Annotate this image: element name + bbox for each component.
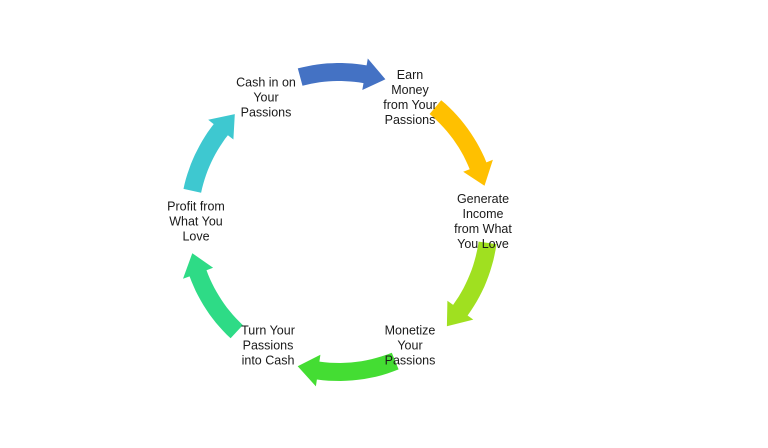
arrow-earn-money-to-generate-income: [429, 100, 493, 186]
arrow-generate-income-to-monetize: [446, 241, 497, 327]
node-generate-income-label: Generate Income from What You Love: [454, 192, 512, 251]
arrow-monetize-to-turn-passions: [297, 352, 399, 387]
node-profit-label: Profit from What You Love: [167, 199, 225, 244]
arrow-turn-passions-to-profit: [183, 253, 243, 339]
node-cash-in-label: Cash in on Your Passions: [236, 75, 296, 120]
node-monetize-label: Monetize Your Passions: [384, 323, 436, 368]
arrow-cash-in-to-earn-money: [297, 58, 386, 90]
arrow-profit-to-cash-in: [183, 114, 235, 193]
node-earn-money-label: Earn Money from Your Passions: [383, 68, 437, 127]
node-turn-passions-label: Turn Your Passions into Cash: [241, 323, 295, 368]
